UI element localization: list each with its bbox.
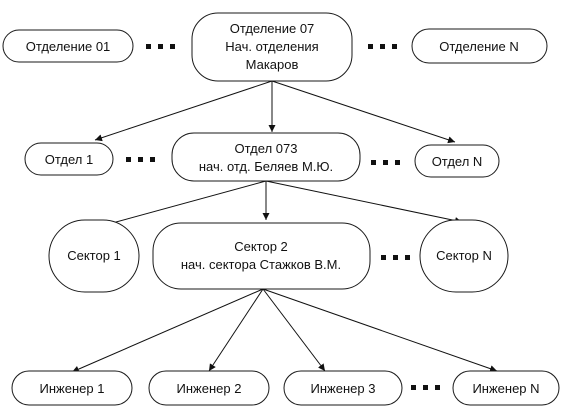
node-otdel-073-title: Отдел 073 xyxy=(235,141,298,156)
edge-sektor2-to-engineer3 xyxy=(262,288,326,372)
node-engineer-n: Инженер N xyxy=(452,370,560,406)
node-sektor-2-title: Сектор 2 xyxy=(234,239,288,254)
node-sektor-1: Сектор 1 xyxy=(48,219,140,293)
node-sektor-2: Сектор 2 нач. сектора Стажков В.М. xyxy=(152,222,371,290)
edge-sektor2-to-engineer2 xyxy=(208,288,264,372)
node-department-01-label: Отделение 01 xyxy=(26,39,111,54)
dots-level3-right xyxy=(381,255,410,260)
edge-sektor2-to-engineer1 xyxy=(71,288,264,373)
node-department-n: Отделение N xyxy=(411,28,548,64)
dots-level2-right xyxy=(371,160,400,165)
node-engineer-2-label: Инженер 2 xyxy=(177,381,242,396)
node-otdel-1: Отдел 1 xyxy=(24,142,114,176)
node-engineer-2: Инженер 2 xyxy=(148,370,270,406)
edge-otdel073-to-sektorn xyxy=(265,180,463,224)
node-sektor-2-head: нач. сектора Стажков В.М. xyxy=(181,257,341,272)
edge-dept07-to-otdel1 xyxy=(94,80,273,142)
node-sektor-n-label: Сектор N xyxy=(436,248,492,263)
node-engineer-1-label: Инженер 1 xyxy=(40,381,105,396)
node-department-07-title: Отделение 07 xyxy=(230,21,315,36)
node-engineer-n-label: Инженер N xyxy=(472,381,539,396)
node-otdel-073: Отдел 073 нач. отд. Беляев М.Ю. xyxy=(171,132,361,182)
node-department-07: Отделение 07 Нач. отделения Макаров xyxy=(191,12,353,82)
node-engineer-1: Инженер 1 xyxy=(11,370,133,406)
dots-level1-left xyxy=(146,44,175,49)
node-sektor-1-label: Сектор 1 xyxy=(67,248,121,263)
dots-level2-left xyxy=(126,157,155,162)
node-department-07-role: Нач. отделения xyxy=(225,39,318,54)
dots-level1-right xyxy=(368,44,397,49)
node-department-01: Отделение 01 xyxy=(2,29,134,63)
node-engineer-3-label: Инженер 3 xyxy=(311,381,376,396)
node-sektor-n: Сектор N xyxy=(419,219,509,293)
node-otdel-1-label: Отдел 1 xyxy=(45,152,93,167)
edge-dept07-to-otdeln xyxy=(271,80,456,144)
node-otdel-n-label: Отдел N xyxy=(432,154,483,169)
node-otdel-073-head: нач. отд. Беляев М.Ю. xyxy=(199,159,333,174)
node-department-07-head: Макаров xyxy=(246,57,299,72)
node-engineer-3: Инженер 3 xyxy=(283,370,403,406)
edge-otdel073-to-sektor1 xyxy=(93,180,267,230)
edge-sektor2-to-engineern xyxy=(262,288,498,372)
node-department-n-label: Отделение N xyxy=(439,39,519,54)
node-otdel-n: Отдел N xyxy=(414,144,500,178)
dots-level4 xyxy=(411,385,440,390)
